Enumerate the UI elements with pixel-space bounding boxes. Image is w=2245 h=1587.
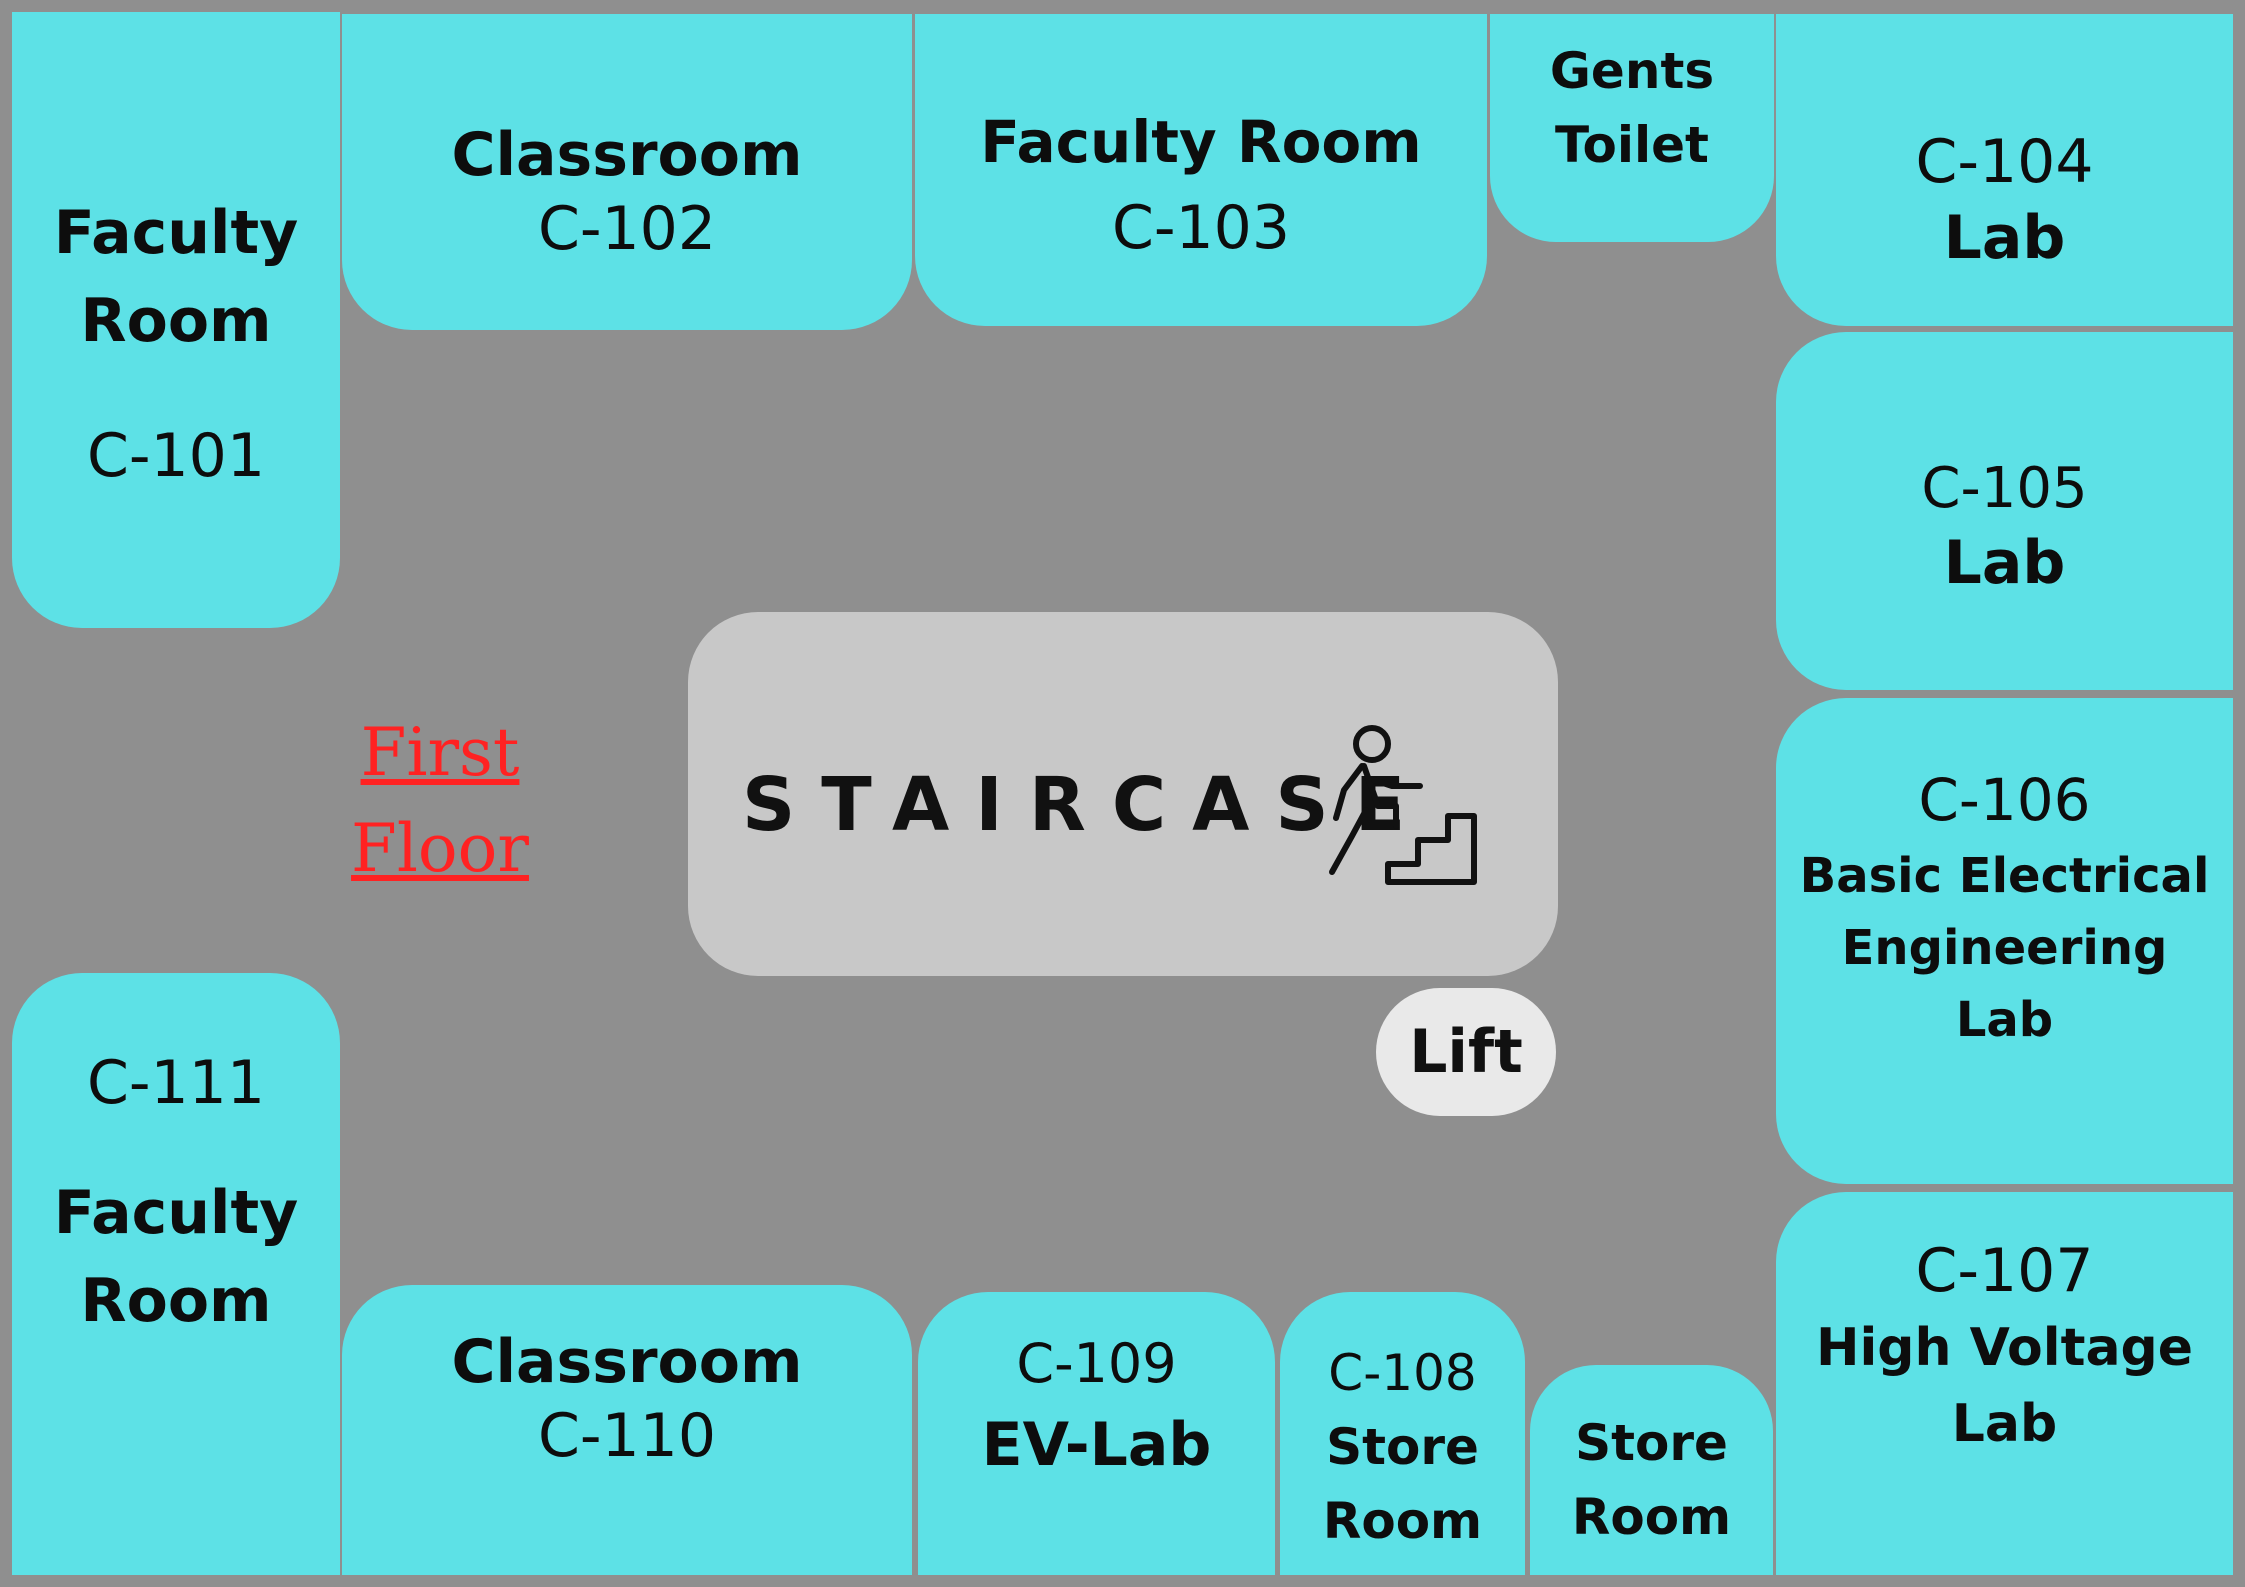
room-c108-name-line1: Store (1326, 1418, 1479, 1476)
room-c109-name: EV-Lab (981, 1410, 1212, 1480)
room-c107-name-line1: High Voltage (1815, 1318, 2194, 1378)
room-c108[interactable]: C-108 Store Room (1280, 1292, 1525, 1575)
room-c106-name-line1: Basic Electrical (1799, 848, 2210, 904)
store-name-line2: Room (1571, 1488, 1732, 1546)
room-c103-code: C-103 (1111, 193, 1291, 263)
room-c101-name-line2: Room (80, 286, 272, 356)
lift[interactable]: Lift (1376, 988, 1556, 1116)
room-c107-name-line2: Lab (1951, 1394, 2058, 1454)
room-c104[interactable]: C-104 Lab (1776, 14, 2233, 326)
room-gents-toilet[interactable]: Gents Toilet (1490, 14, 1774, 242)
room-c106-name-line2: Engineering (1841, 920, 2168, 976)
room-c108-name-line2: Room (1322, 1492, 1483, 1550)
room-c111[interactable]: C-111 Faculty Room (12, 973, 340, 1575)
person-climbing-stairs-icon (1329, 725, 1477, 885)
floor-label-line2: Floor (351, 810, 529, 887)
room-c104-name: Lab (1943, 203, 2066, 273)
room-c106-code: C-106 (1918, 766, 2091, 834)
toilet-name-line2: Toilet (1555, 116, 1709, 174)
floor-label-line1: First (360, 714, 520, 791)
room-c101-name-line1: Faculty (53, 198, 299, 268)
room-c108-code: C-108 (1328, 1344, 1477, 1402)
store-name-line1: Store (1575, 1414, 1728, 1472)
room-c110-name: Classroom (451, 1327, 803, 1397)
staircase-label: STAIRCASE (742, 762, 1432, 848)
room-c107[interactable]: C-107 High Voltage Lab (1776, 1192, 2233, 1575)
room-c103-name: Faculty Room (980, 108, 1422, 176)
room-c105-name: Lab (1943, 528, 2066, 598)
room-c109-code: C-109 (1016, 1332, 1177, 1395)
room-c109[interactable]: C-109 EV-Lab (918, 1292, 1275, 1575)
room-c104-code: C-104 (1915, 127, 2094, 197)
floor-label: First Floor (340, 705, 540, 897)
room-c106-name-line3: Lab (1955, 992, 2054, 1048)
toilet-name-line1: Gents (1549, 42, 1715, 100)
room-c106[interactable]: C-106 Basic Electrical Engineering Lab (1776, 698, 2233, 1184)
room-c105-code: C-105 (1921, 456, 2088, 521)
room-c107-code: C-107 (1915, 1236, 2094, 1306)
room-c101[interactable]: Faculty Room C-101 (12, 12, 340, 628)
room-c110-code: C-110 (537, 1401, 717, 1471)
room-c105[interactable]: C-105 Lab (1776, 332, 2233, 690)
room-c111-name-line1: Faculty (53, 1178, 299, 1248)
staircase[interactable] (688, 612, 1558, 976)
room-c111-name-line2: Room (80, 1266, 272, 1336)
room-c102-code: C-102 (537, 194, 717, 264)
room-c102-name: Classroom (451, 120, 803, 190)
room-c101-code: C-101 (86, 421, 266, 491)
room-c102[interactable]: Classroom C-102 (342, 14, 912, 330)
room-c110[interactable]: Classroom C-110 (342, 1285, 912, 1575)
room-c111-code: C-111 (86, 1048, 266, 1118)
room-c103[interactable]: Faculty Room C-103 (915, 14, 1487, 326)
room-store[interactable]: Store Room (1530, 1365, 1773, 1575)
